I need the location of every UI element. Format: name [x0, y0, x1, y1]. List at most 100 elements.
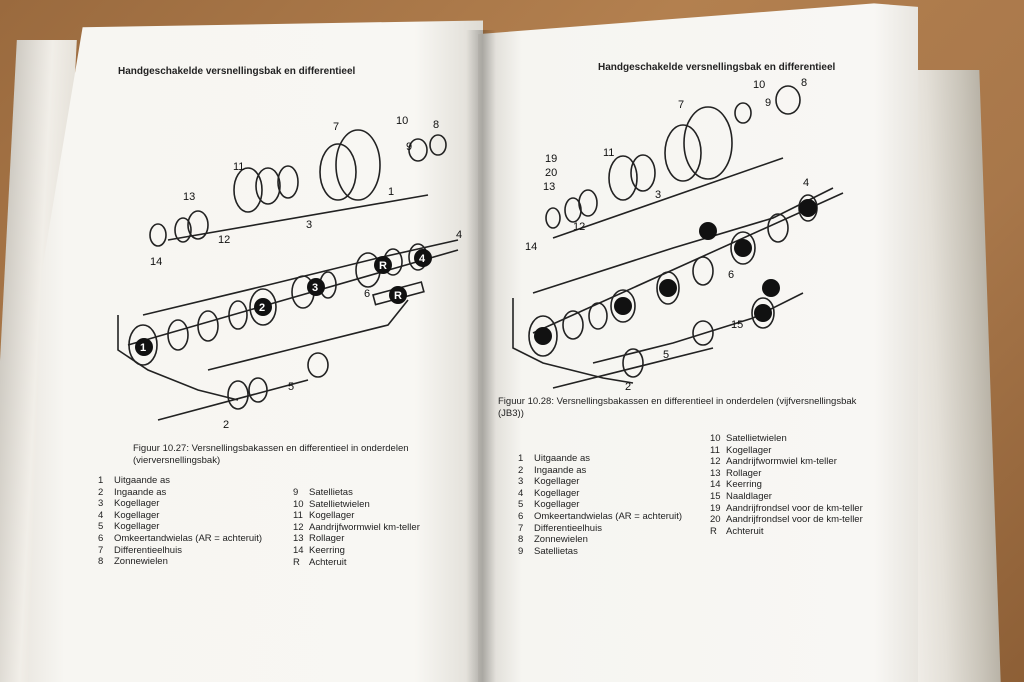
callout-3: [307, 278, 325, 296]
right-label-11: 11: [603, 147, 614, 159]
legend-text: Zonnewielen: [534, 534, 588, 546]
right-label-13: 13: [543, 181, 555, 193]
legend-number: 12: [710, 456, 721, 468]
legend-number: 7: [98, 544, 104, 556]
legend-number: 10: [293, 498, 304, 510]
right-callout-4a: [762, 279, 780, 297]
label-8: 8: [433, 119, 439, 131]
legend-number: 12: [293, 521, 304, 533]
legend-number: 1: [98, 475, 104, 486]
right-label-19: 19: [545, 153, 557, 165]
right-label-20: 20: [545, 167, 557, 179]
legend-text: Aandrijfrondsel voor de km-teller: [726, 514, 863, 526]
legend-text: Ingaande as: [114, 486, 167, 498]
legend-number: 15: [710, 490, 721, 502]
legend-number: 6: [98, 532, 104, 544]
right-caption-line1: Figuur 10.28: Versnellingsbakassen en di…: [498, 396, 857, 407]
right-label-8: 8: [801, 78, 807, 89]
right-label-15: 15: [731, 319, 743, 331]
left-caption-line1: Figuur 10.27: Versnellingsbakassen en di…: [133, 443, 409, 454]
right-callout-1: [534, 327, 552, 345]
right-label-4: 4: [803, 177, 809, 189]
legend-number: 3: [98, 498, 104, 510]
legend-text: Naaldlager: [726, 490, 772, 502]
legend-number: 13: [710, 467, 721, 479]
label-7: 7: [333, 121, 339, 133]
callout-r1: [374, 256, 392, 274]
legend-text: Kogellager: [114, 498, 160, 510]
legend-number: 11: [710, 444, 720, 456]
legend-text: Differentieelhuis: [534, 522, 602, 534]
legend-text: Kogellager: [309, 510, 355, 522]
left-page-header: Handgeschakelde versnellingsbak en diffe…: [118, 66, 356, 77]
legend-item: 1 Uitgaande as: [98, 475, 262, 487]
legend-number: 11: [293, 510, 303, 522]
right-label-10: 10: [753, 79, 765, 91]
legend-number: 9: [293, 487, 299, 498]
right-label-5: 5: [663, 349, 669, 361]
label-13: 13: [183, 191, 195, 203]
legend-text: Kogellager: [114, 521, 160, 533]
legend-item: 4 Kogellager: [518, 488, 682, 500]
right-callout-5: [799, 199, 817, 217]
callout-2-label: 2: [259, 302, 265, 314]
legend-text: Omkeertandwielas (AR = achteruit): [534, 510, 683, 522]
legend-number: 2: [98, 486, 104, 498]
label-2: 2: [223, 419, 229, 430]
left-exploded-diagram: 1 2 3 4 R R 7 10 9 8 11 1 13 3 12 14 6 4…: [117, 115, 462, 430]
legend-number: 6: [518, 510, 524, 522]
right-figure-caption: Figuur 10.28: Versnellingsbakassen en di…: [498, 396, 856, 420]
label-9: 9: [406, 141, 412, 153]
legend-text: Kogellager: [114, 509, 160, 521]
right-callout-5b: [754, 304, 772, 322]
legend-number: 7: [518, 522, 524, 534]
legend-number: 4: [518, 487, 524, 499]
right-page: Handgeschakelde versnellingsbak en diffe…: [478, 3, 918, 682]
callout-2: [254, 298, 272, 316]
legend-text: Satellietas: [309, 487, 353, 498]
label-14: 14: [150, 256, 162, 268]
legend-item: 3 Kogellager: [98, 498, 262, 510]
callout-r2: [389, 286, 407, 304]
label-12: 12: [218, 234, 230, 246]
legend-text: Satellietas: [534, 545, 578, 557]
legend-number: 14: [710, 479, 721, 491]
right-label-9: 9: [765, 97, 771, 109]
legend-number: 3: [518, 476, 524, 488]
legend-text: Rollager: [726, 467, 762, 479]
right-callout-4: [734, 239, 752, 257]
legend-text: Kogellager: [534, 487, 580, 499]
label-4: 4: [456, 229, 462, 241]
legend-number: 19: [710, 502, 721, 514]
legend-text: Satellietwielen: [726, 433, 787, 444]
legend-text: Aandrijfwormwiel km-teller: [309, 521, 420, 533]
legend-number: 2: [518, 464, 524, 476]
left-figure-caption: Figuur 10.27: Versnellingsbakassen en di…: [133, 443, 409, 467]
legend-text: Keerring: [309, 544, 345, 556]
legend-text: Uitgaande as: [114, 475, 170, 486]
label-1: 1: [388, 186, 394, 198]
legend-text: Zonnewielen: [114, 556, 168, 568]
legend-number: 4: [98, 509, 104, 521]
legend-text: Aandrijfwormwiel km-teller: [726, 456, 837, 468]
legend-text: Kogellager: [726, 444, 772, 456]
legend-number: R: [710, 525, 717, 537]
right-label-7: 7: [678, 99, 684, 111]
legend-text: Uitgaande as: [534, 453, 590, 464]
callout-1-label: 1: [140, 342, 146, 354]
legend-text: Kogellager: [534, 499, 580, 511]
